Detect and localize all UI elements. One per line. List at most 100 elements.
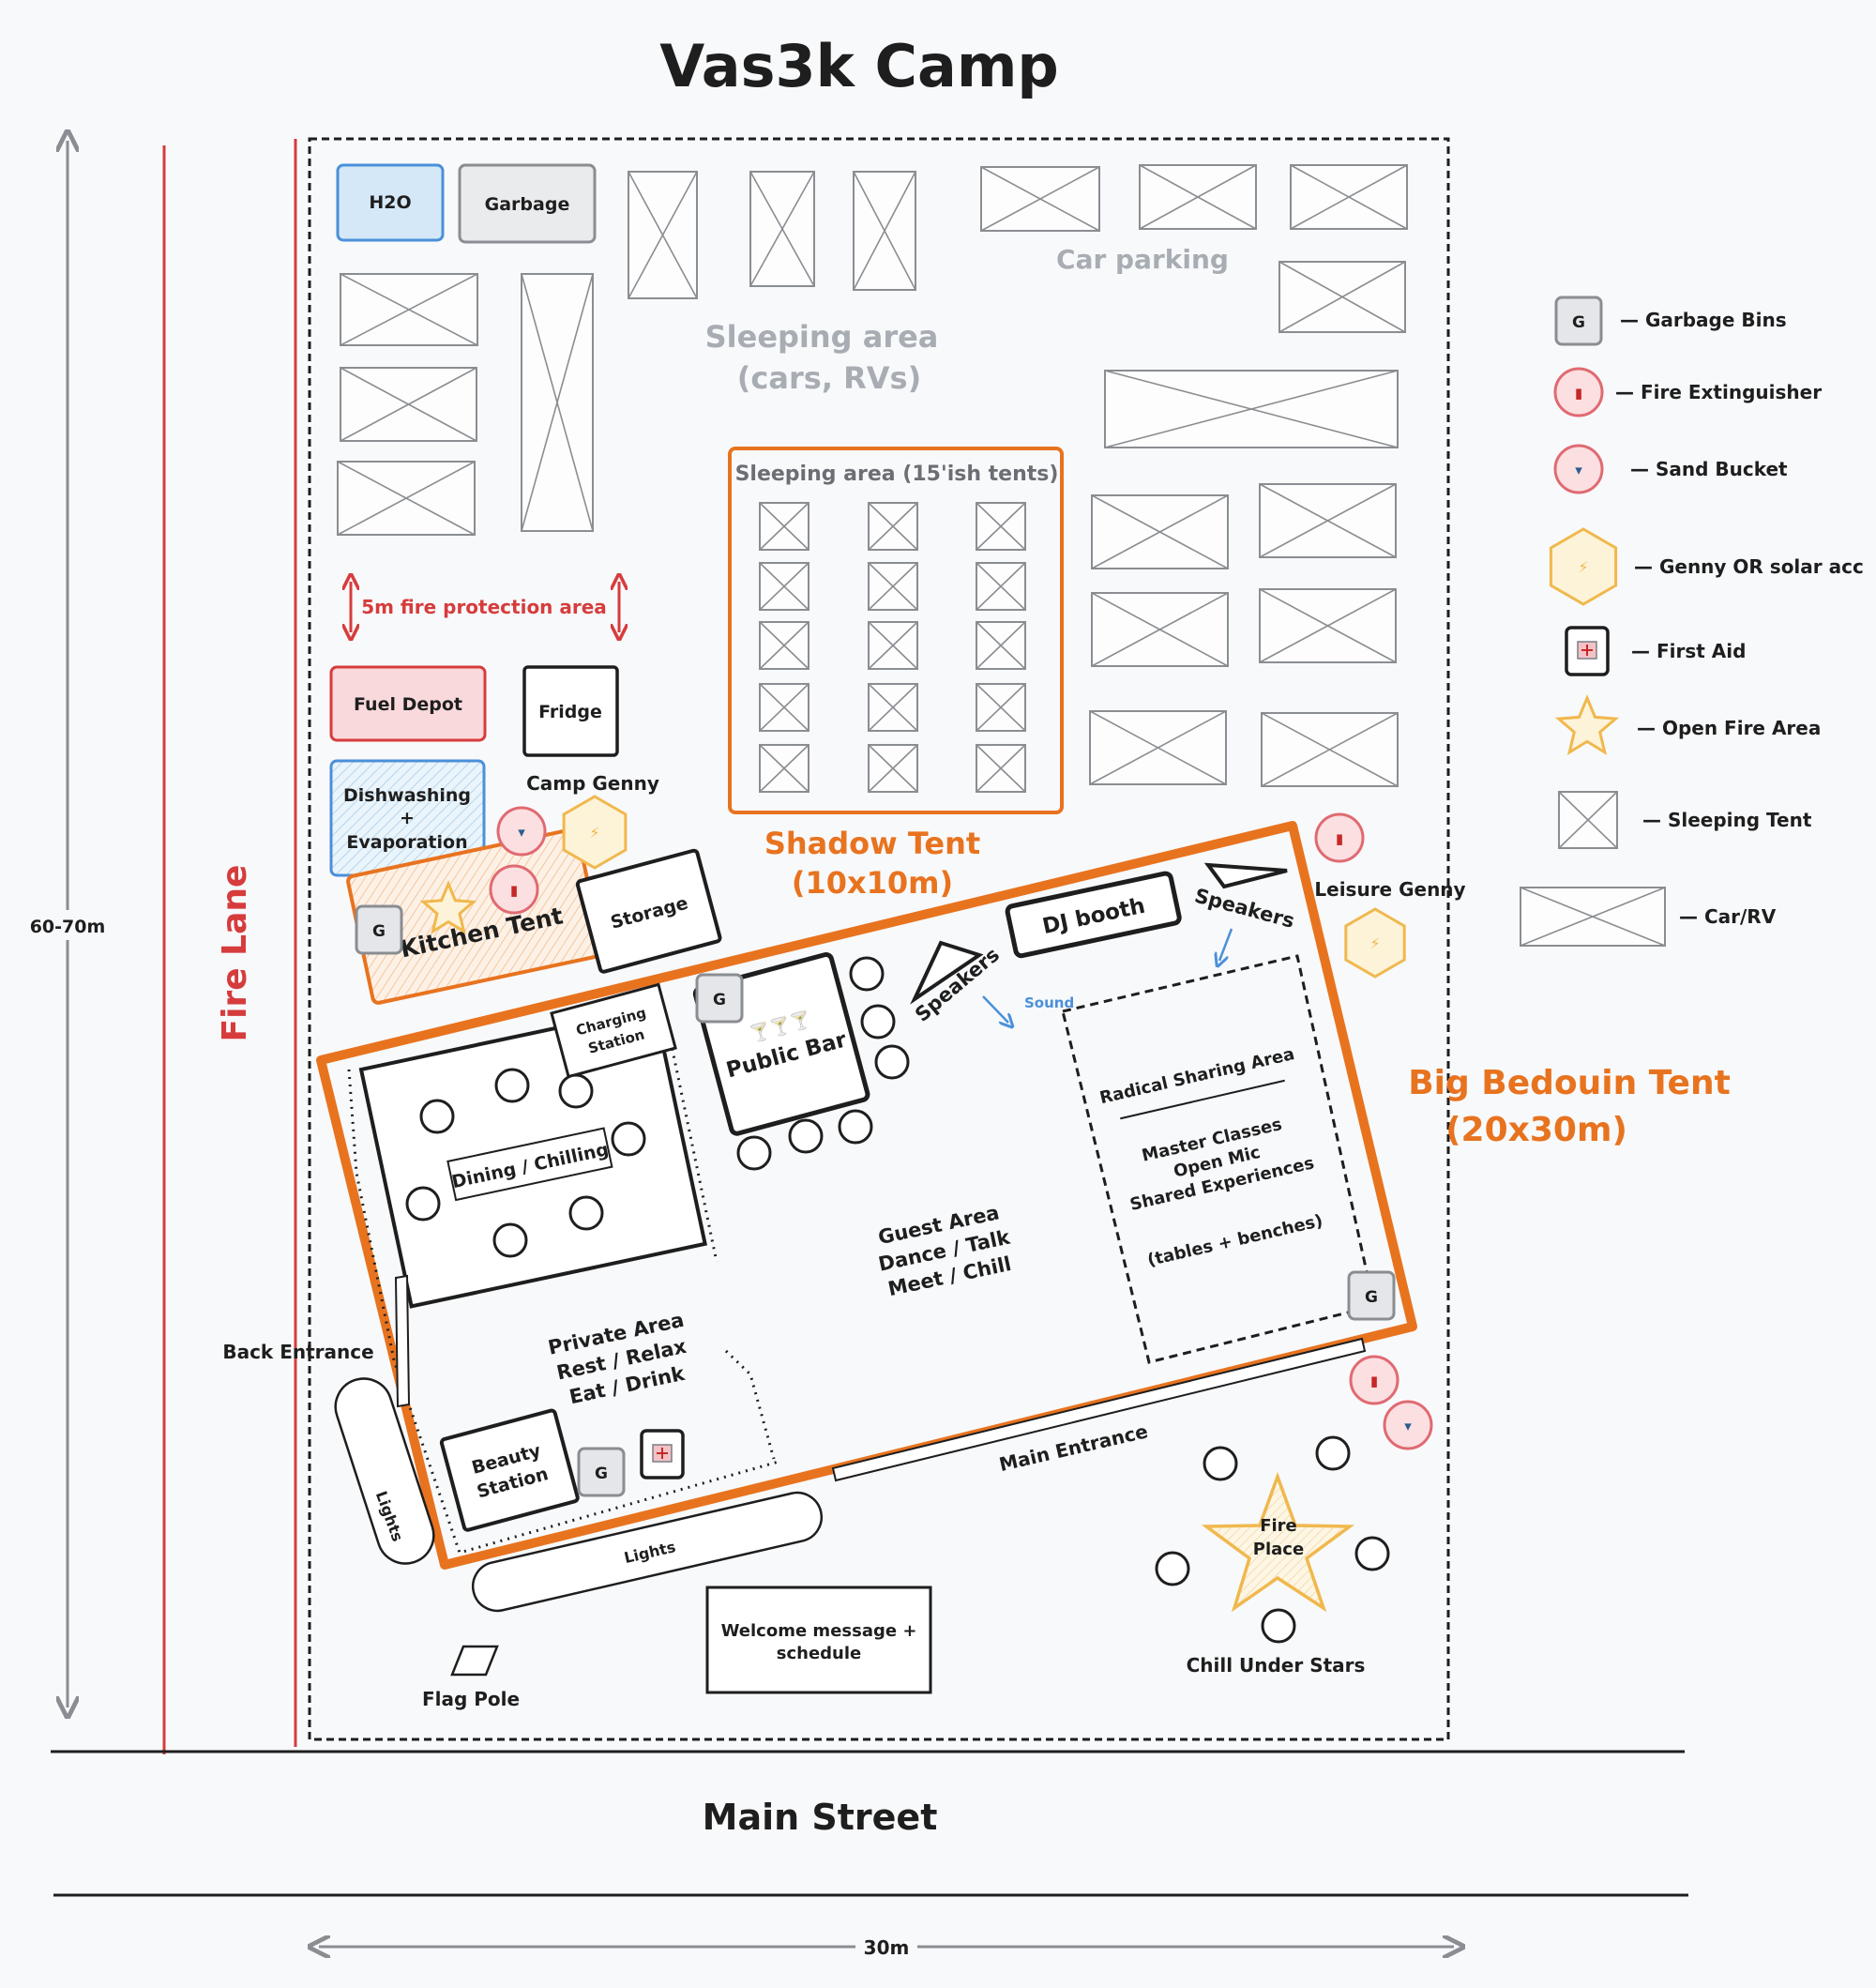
sound-arrow: [982, 995, 1008, 1023]
shadow-tent-size: (10x10m): [792, 865, 953, 901]
fire-extinguisher-icon: ▮: [1553, 367, 1604, 417]
car-rv-spot: [340, 273, 478, 346]
seat: [558, 1073, 594, 1109]
sleeping-tent: [759, 562, 809, 611]
car-rv-spot: [1259, 483, 1397, 558]
legend-label: — Sand Bucket: [1630, 458, 1788, 480]
fuel-depot-label: Fuel Depot: [354, 694, 462, 715]
charging-station: Charging Station: [550, 982, 677, 1079]
sand-bucket-icon: ▾: [496, 806, 547, 857]
car-rv-spot: [1091, 494, 1229, 569]
sound-label: Sound: [1024, 994, 1074, 1011]
speaker-left: [910, 940, 984, 1005]
back-entrance: [394, 1274, 411, 1408]
width-dimension-label: 30m: [864, 1936, 910, 1959]
legend-label: — Garbage Bins: [1620, 309, 1787, 331]
seat: [1354, 1536, 1390, 1571]
sand-bucket-icon: ▾: [1553, 444, 1604, 494]
seat: [1203, 1446, 1238, 1481]
back-entrance-label: Back Entrance: [222, 1341, 373, 1363]
car-rv-spots: [337, 164, 1408, 787]
lights-bottom: [471, 1491, 824, 1613]
seat: [492, 1222, 528, 1258]
private-area-text: Private Area Rest / Relax Eat / Drink: [546, 1309, 688, 1409]
speaker-right: [1203, 862, 1288, 889]
seat: [860, 1004, 896, 1040]
dining-area: Dining / Chilling: [358, 1005, 708, 1309]
dj-booth: DJ booth: [1005, 871, 1182, 959]
car-rv-spot: [337, 461, 476, 536]
garbage-bin-icon: G: [695, 973, 744, 1024]
garbage-bin-icon: G: [577, 1447, 626, 1497]
height-dimension-label: 60-70m: [30, 917, 106, 937]
car-rv-spot: [980, 166, 1100, 232]
fire-lane-label: Fire Lane: [216, 865, 254, 1042]
sleeping-tent: [868, 744, 918, 793]
camp-genny-label: Camp Genny: [526, 772, 659, 795]
flag-pole-label: Flag Pole: [422, 1688, 520, 1710]
car-rv-icon: [1520, 887, 1666, 947]
radical-sharing-text: Radical Sharing Area Master Classes Open…: [1097, 1044, 1324, 1270]
car-rv-spot: [340, 367, 477, 442]
svg-text:G: G: [1365, 1288, 1378, 1307]
fire-extinguisher-icon: ▮: [489, 864, 539, 915]
guest-area-text: Guest Area Dance / Talk Meet / Chill: [876, 1201, 1013, 1300]
svg-text:G: G: [595, 1464, 608, 1483]
seat: [611, 1121, 646, 1157]
garbage-label: Garbage: [485, 194, 570, 215]
sleeping-tents-label: Sleeping area (15'ish tents): [735, 463, 1059, 486]
garbage-bin-icon: G: [1554, 296, 1603, 346]
sleeping-tent: [976, 683, 1026, 732]
tables-benches-label: (tables + benches): [1145, 1211, 1324, 1270]
radical-sharing-label: Radical Sharing Area: [1097, 1044, 1296, 1108]
svg-text:▮: ▮: [1370, 1373, 1378, 1389]
welcome-sign: [705, 1586, 932, 1694]
main-entrance: [831, 1337, 1367, 1482]
fire-extinguisher-icon: ▮: [1314, 812, 1365, 863]
svg-text:⚡: ⚡: [1578, 558, 1588, 576]
car-parking-label: Car parking: [1056, 244, 1229, 275]
seat: [736, 1135, 772, 1171]
svg-text:▮: ▮: [1575, 385, 1582, 402]
fuel-depot: [329, 665, 487, 742]
shadow-tent-label: Shadow Tent: [764, 826, 980, 861]
svg-text:⚡: ⚡: [1369, 934, 1380, 952]
car-rv-spot: [853, 171, 916, 291]
car-rv-spot: [1290, 164, 1408, 230]
private-area-divider: [669, 1040, 719, 1263]
sleeping-tent: [976, 744, 1026, 793]
garbage-bin-icon: G: [355, 904, 403, 955]
sleeping-tent: [759, 683, 809, 732]
svg-text:G: G: [372, 922, 386, 941]
svg-text:▮: ▮: [1336, 830, 1343, 847]
generator-icon: ⚡: [562, 795, 628, 870]
car-rv-spot: [1278, 261, 1406, 333]
seat: [874, 1044, 910, 1080]
generator-icon: ⚡: [1344, 907, 1406, 979]
car-rv-spot: [521, 273, 594, 532]
car-rv-spot: [749, 171, 815, 287]
dishwashing-label: Dishwashing: [343, 785, 471, 806]
svg-text:G: G: [713, 991, 726, 1009]
sleeping-tent: [976, 621, 1026, 670]
legend-label: — Genny OR solar acc: [1634, 555, 1864, 578]
sleeping-area-cars-sublabel: (cars, RVs): [737, 360, 921, 396]
generator-icon: ⚡: [1549, 527, 1618, 606]
speakers-label-right: Speakers: [1192, 885, 1297, 933]
svg-text:▾: ▾: [1575, 462, 1582, 478]
seat: [494, 1068, 530, 1103]
private-area-boundary: [347, 1069, 779, 1555]
svg-text:▾: ▾: [518, 824, 525, 841]
dishwashing-plus: +: [400, 808, 415, 828]
legend-label: — First Aid: [1631, 640, 1746, 662]
first-aid-icon: [1565, 626, 1610, 676]
main-street-label: Main Street: [703, 1797, 938, 1838]
sleeping-tents-area: [728, 447, 1064, 814]
fridge: [522, 665, 619, 757]
car-rv-spot: [1089, 710, 1227, 785]
lights-left: [334, 1377, 435, 1565]
legend-label: — Fire Extinguisher: [1615, 381, 1822, 403]
open-fire-star-icon: [419, 880, 477, 934]
legend-label: — Open Fire Area: [1637, 717, 1821, 739]
